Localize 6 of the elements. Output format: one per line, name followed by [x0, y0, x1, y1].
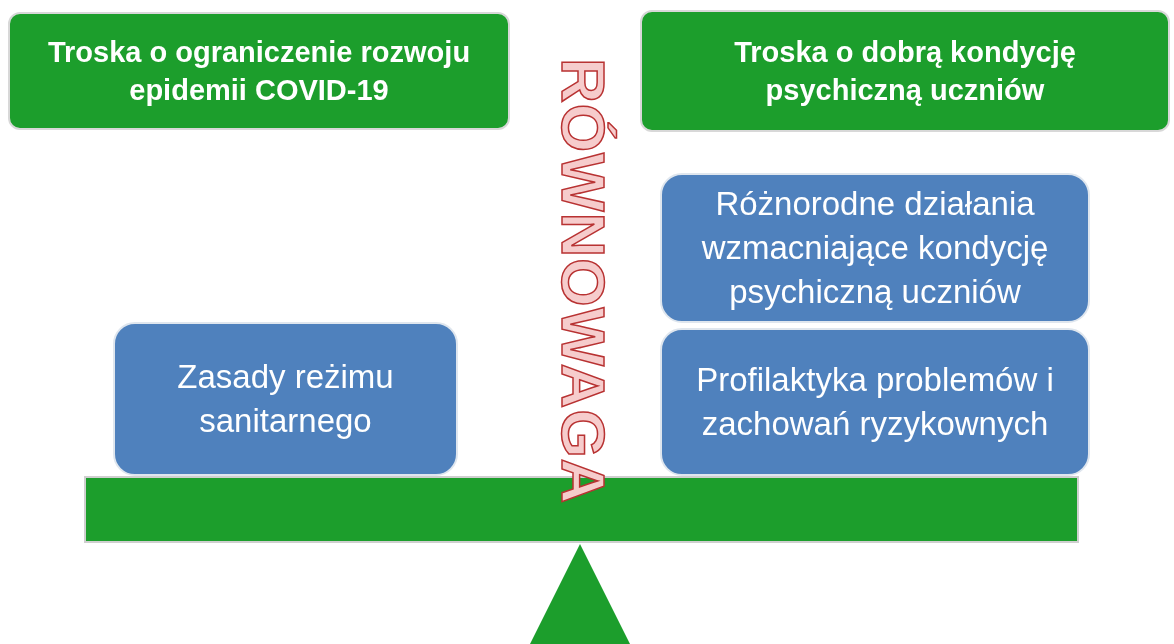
heading-box: Troska o dobrą kondycję psychiczną uczniów — [640, 10, 1170, 132]
rounded-box: Profilaktyka problemów i zachowań ryzykownych — [660, 328, 1090, 476]
rounded-box: Zasady reżimu sanitarnego — [113, 322, 458, 476]
vertical-title: RÓWNOWAGA — [548, 58, 619, 505]
rounded-box: Różnorodne działania wzmacniające kondycję psychiczną uczniów — [660, 173, 1090, 323]
heading-box: Troska o ograniczenie rozwoju epidemii COVID-19 — [8, 12, 510, 130]
